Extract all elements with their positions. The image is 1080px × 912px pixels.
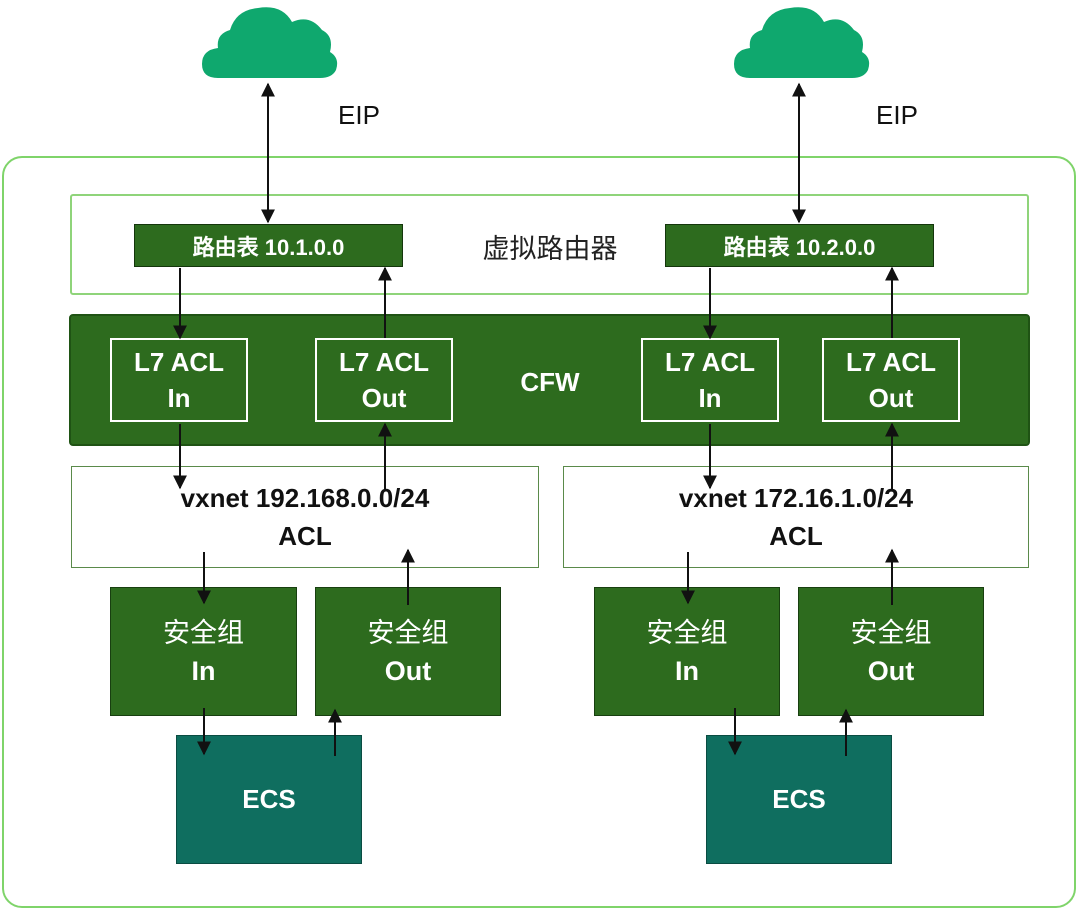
vxnet-left-acl: ACL: [278, 521, 332, 551]
ecs-right: ECS: [706, 735, 892, 864]
cloud-icon: [734, 7, 870, 78]
l7-acl-out-left: L7 ACL Out: [315, 338, 453, 422]
l7-acl-in-right-title: L7 ACL: [664, 347, 756, 377]
l7-acl-out-left-title: L7 ACL: [338, 347, 430, 377]
l7-acl-out-right-direction: Out: [868, 383, 914, 413]
eip-label-left: EIP: [338, 100, 380, 130]
l7-acl-out-right-title: L7 ACL: [845, 347, 937, 377]
vxnet-right-acl: ACL: [769, 521, 823, 551]
vxnet-right: vxnet 172.16.1.0/24 ACL: [563, 466, 1029, 568]
cfw-label: CFW: [520, 366, 580, 397]
security-group-out-right-title: 安全组: [850, 617, 932, 648]
vpc-boundary: [2, 156, 1076, 908]
vxnet-left-cidr: vxnet 192.168.0.0/24: [180, 483, 430, 513]
security-group-in-right: 安全组 In: [594, 587, 780, 716]
ecs-left: ECS: [176, 735, 362, 864]
security-group-out-right-direction: Out: [867, 655, 915, 686]
l7-acl-in-right-direction: In: [698, 383, 722, 413]
l7-acl-out-right: L7 ACL Out: [822, 338, 960, 422]
security-group-in-left: 安全组 In: [110, 587, 297, 716]
cfw-layer: [69, 314, 1030, 446]
vxnet-left: vxnet 192.168.0.0/24 ACL: [71, 466, 539, 568]
security-group-out-right: 安全组 Out: [798, 587, 984, 716]
virtual-router-label: 虚拟路由器: [482, 233, 618, 264]
l7-acl-in-left-title: L7 ACL: [133, 347, 225, 377]
security-group-in-left-title: 安全组: [163, 617, 244, 648]
security-group-out-left: 安全组 Out: [315, 587, 501, 716]
l7-acl-out-left-direction: Out: [361, 383, 407, 413]
route-table-left: 路由表 10.1.0.0: [134, 224, 403, 267]
security-group-out-left-title: 安全组: [367, 617, 449, 648]
security-group-in-right-direction: In: [675, 655, 699, 686]
eip-label-right: EIP: [876, 100, 918, 130]
l7-acl-in-left-direction: In: [167, 383, 191, 413]
security-group-in-left-direction: In: [191, 655, 216, 686]
cloud-icon: [202, 7, 338, 78]
vxnet-right-cidr: vxnet 172.16.1.0/24: [678, 483, 914, 513]
route-table-right: 路由表 10.2.0.0: [665, 224, 934, 267]
security-group-in-right-title: 安全组: [646, 617, 728, 648]
security-group-out-left-direction: Out: [384, 655, 432, 686]
